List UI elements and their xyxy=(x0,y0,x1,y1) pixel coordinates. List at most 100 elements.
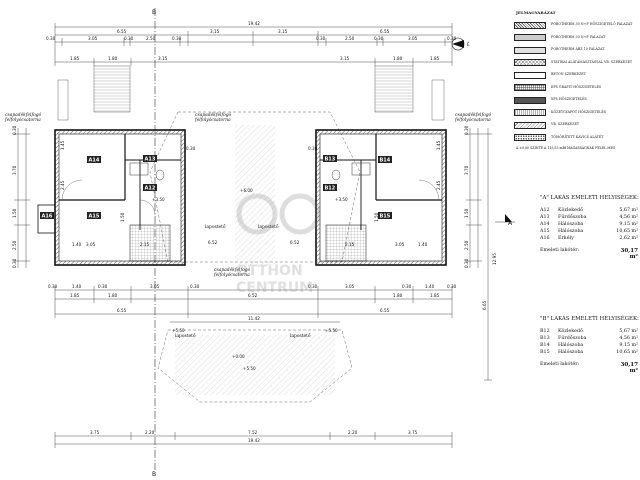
dim-top-r2-1: 3.05 xyxy=(88,36,98,42)
table-b-cell-name: Hálószoba xyxy=(558,350,584,355)
table-a-cell-name: Fürdőszoba xyxy=(558,215,587,220)
table-b-cell-id: B15 xyxy=(540,350,550,355)
legend-item-label: TÖMÖRÍTETT KAVICS ALÁTÉT xyxy=(551,134,604,139)
table-a-cell-area: 10,65 m² xyxy=(616,229,638,234)
legend-item: VB. SZERKEZET xyxy=(514,119,638,132)
svg-text:+3.50: +3.50 xyxy=(335,197,348,203)
dim-top-r2-0: 0.30 xyxy=(46,36,56,42)
dim-top-r2-9: 0.30 xyxy=(447,36,457,42)
legend-item: POROTHERM 30 N+F HŐSZIGETELŐ FALAZAT xyxy=(514,19,638,32)
dim-left-4: 0.30 xyxy=(12,258,18,268)
inner-height-marks: 1.45 1.45 2.45 2.45 1.50 1.50 3.05 3.05 … xyxy=(60,140,442,248)
dim-left-3: 2.50 xyxy=(12,240,18,250)
dim-right-0: 0.30 xyxy=(464,125,470,135)
room-label-b14: B14 xyxy=(380,158,391,164)
dim-mid-r1-7: 0.30 xyxy=(402,284,412,290)
table-b-cell-name: Hálószoba xyxy=(558,343,584,348)
dim-mid-r1-0: 0.30 xyxy=(48,284,58,290)
dim-mid-r3-1: 6.55 xyxy=(380,308,390,314)
svg-text:2.15: 2.15 xyxy=(345,242,355,248)
svg-text:2.45: 2.45 xyxy=(60,180,66,190)
dim-top-r3-2: 3.15 xyxy=(158,56,168,62)
dim-mid-r1-8: 1.40 xyxy=(425,284,435,290)
table-b-cell-area: 10,65 m² xyxy=(616,350,638,355)
dim-right-outer-0: 6.65 xyxy=(482,300,488,310)
table-a-cell-name: Hálószoba xyxy=(558,229,584,234)
svg-text:3.05: 3.05 xyxy=(86,242,96,248)
dim-bot-1: 2.20 xyxy=(145,430,155,436)
table-b-total: Emeleti lakótér: 30,17 m² xyxy=(540,362,640,374)
roof-label-left: lapostető xyxy=(205,225,226,230)
note-cover-left-2: felfolyócsatorna xyxy=(4,118,41,123)
table-b-cell-id: B14 xyxy=(540,343,550,348)
legend-item: STATIKAI ALÁTÁMASZTÁSSAL VB. SZERKEZET xyxy=(514,57,638,70)
legend-item-label: KŐZETGYAPOT HŐSZIGETELÉS xyxy=(551,109,607,114)
roof-label-bottom-left: lapostető xyxy=(175,334,196,339)
svg-text:1.50: 1.50 xyxy=(374,212,380,222)
note-cover-mid-2: felfolyócsatorna xyxy=(194,118,231,123)
legend-swatch xyxy=(514,46,546,54)
room-label-a16: A16 xyxy=(42,214,53,220)
svg-text:+6.00: +6.00 xyxy=(240,188,253,194)
legend-swatch xyxy=(514,84,546,92)
table-a-cell-area: 4,56 m² xyxy=(619,215,638,220)
section-mark-b-bottom: B xyxy=(152,471,156,478)
table-a-cell-area: 9,15 m² xyxy=(619,222,638,227)
room-label-b12: B12 xyxy=(325,186,336,192)
section-arrow-a xyxy=(505,214,512,222)
dim-left-2: 1.50 xyxy=(12,208,18,218)
table-b-row: B15 Hálószoba 10,65 m² xyxy=(540,349,640,356)
table-a-total-label: Emeleti lakótér: xyxy=(540,248,580,253)
dim-mid-r2-2: 6.52 xyxy=(248,293,258,299)
room-label-a12: A12 xyxy=(145,186,156,192)
unit-b-rooms: B14 B12 B13 B15 xyxy=(323,155,392,220)
legend-item-label: POROTHERM ABZ 10 FALAZAT xyxy=(551,47,605,52)
left-side-dims xyxy=(14,128,30,268)
svg-text:2.15: 2.15 xyxy=(140,242,150,248)
legend-item: POROTHERM 30 N+F FALAZAT xyxy=(514,32,638,45)
table-a-title: "A" LAKÁS EMELETI HELYISÉGEK: xyxy=(540,195,639,201)
dim-top-r2-8: 3.05 xyxy=(408,36,418,42)
top-dimension-chains xyxy=(54,23,453,66)
table-a-cell-area: 5,67 m² xyxy=(619,208,638,213)
dim-bot-3: 2.20 xyxy=(348,430,358,436)
dim-mid-r3-0: 6.55 xyxy=(117,308,127,314)
legend-panel: JELMAGYARÁZAT POROTHERM 30 N+F HŐSZIGETE… xyxy=(514,10,638,150)
table-b-cell-id: B12 xyxy=(540,329,550,334)
note-cover-right: csapadékfelfogó xyxy=(455,113,492,118)
svg-text:+0.00: +0.00 xyxy=(232,354,245,360)
note-cover-right-2: felfolyócsatorna xyxy=(454,118,491,123)
legend-swatch xyxy=(514,59,546,67)
svg-text:É: É xyxy=(467,40,470,48)
table-a-cell-id: A14 xyxy=(540,222,550,227)
note-cover-bottom: csapadékfelfogó xyxy=(214,268,251,273)
unit-a-rooms: A14 A12 A13 A15 A16 xyxy=(40,155,157,220)
room-label-a15: A15 xyxy=(89,214,100,220)
table-a-cell-id: A16 xyxy=(540,236,550,241)
legend-swatch xyxy=(514,96,546,104)
dim-top-r1-1: 3.15 xyxy=(210,29,220,35)
note-cover-mid: csapadékfelfogó xyxy=(195,113,232,118)
svg-text:1.40: 1.40 xyxy=(418,242,428,248)
svg-text:0.30: 0.30 xyxy=(186,146,196,152)
legend-item: XPS HŐSZIGETELÉS xyxy=(514,94,638,107)
dim-mid-r1-2: 0.30 xyxy=(98,284,108,290)
room-label-b13: B13 xyxy=(325,157,336,163)
legend-item-label: VB. SZERKEZET xyxy=(551,122,580,127)
louver-lines xyxy=(94,68,413,112)
dim-right-4: 0.30 xyxy=(464,258,470,268)
legend-item-label: POROTHERM 30 N+F HŐSZIGETELŐ FALAZAT xyxy=(551,22,633,27)
dim-top-r1-0: 6.55 xyxy=(117,29,127,35)
watermark-logo: OTTHON CENTRUM xyxy=(236,193,321,296)
dim-inner-center-right: 6.52 xyxy=(290,240,300,246)
legend-item: TÖMÖRÍTETT KAVICS ALÁTÉT xyxy=(514,132,638,145)
room-label-b15: B15 xyxy=(380,214,391,220)
dim-left-1: 3.70 xyxy=(12,165,18,175)
table-b-cell-id: B13 xyxy=(540,336,550,341)
